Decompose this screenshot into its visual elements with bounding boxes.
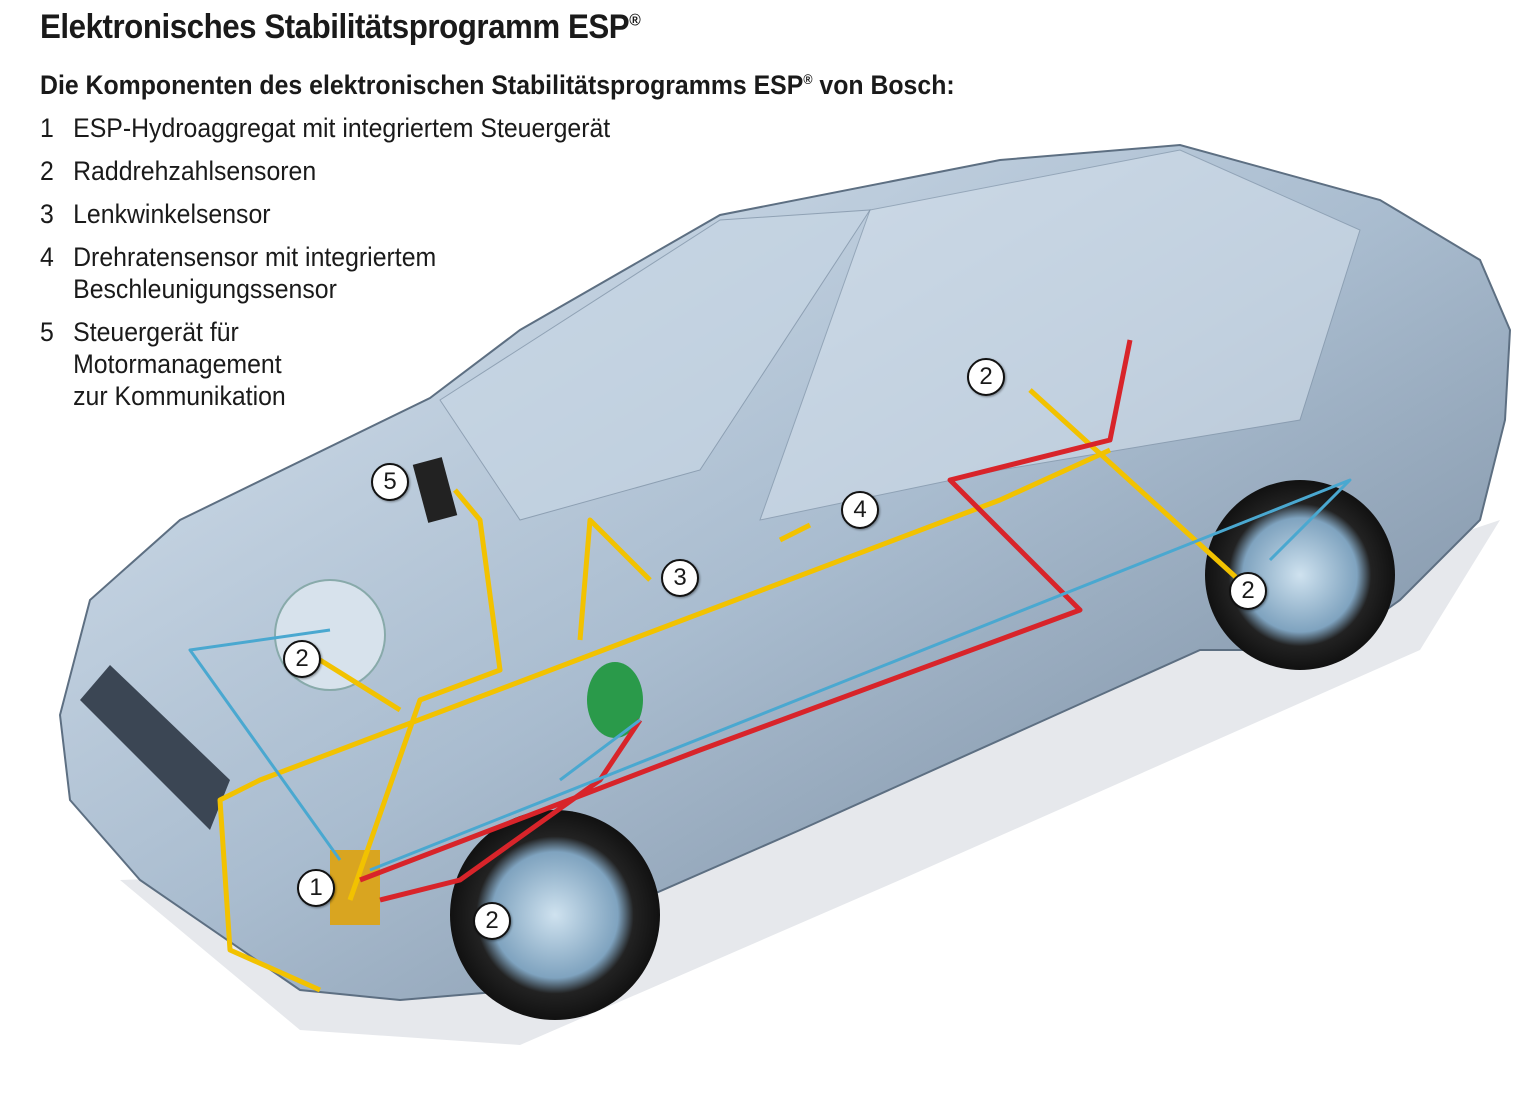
- list-item: 4 Drehratensensor mit integriertem Beschl…: [40, 241, 610, 305]
- item-label: ESP-Hydroaggregat mit integriertem Steue…: [73, 113, 611, 143]
- item-label: Drehratensensor mit integriertem Beschle…: [73, 242, 437, 304]
- registered-mark: ®: [629, 10, 641, 30]
- callout-2-wheel-sensor-front-left: 2: [283, 640, 321, 678]
- list-item: 1 ESP-Hydroaggregat mit integriertem Steu…: [40, 112, 610, 144]
- title-text: Elektronisches Stabilitätsprogramm ESP: [40, 8, 630, 46]
- item-number: 4: [40, 242, 54, 272]
- brake-booster: [587, 662, 643, 738]
- list-item: 2 Raddrehzahlsensoren: [40, 155, 610, 187]
- wire-yellow: [217, 388, 1252, 993]
- item-number: 3: [40, 199, 54, 229]
- engine-ecu: [412, 457, 458, 523]
- grille: [80, 665, 230, 830]
- list-item: 5 Steuergerät für Motormanagement zur Kom…: [40, 316, 610, 412]
- item-label: Lenkwinkelsensor: [73, 199, 271, 229]
- component-list: 1 ESP-Hydroaggregat mit integriertem Steu…: [40, 112, 610, 423]
- callout-2-wheel-sensor-rear-left: 2: [967, 358, 1005, 396]
- callout-5-engine-ecu: 5: [371, 463, 409, 501]
- wire-blue: [188, 478, 1352, 872]
- item-number: 5: [40, 317, 54, 347]
- callout-2-wheel-sensor-rear-right: 2: [1229, 572, 1267, 610]
- registered-mark: ®: [803, 72, 813, 87]
- callout-4-yaw-rate-sensor: 4: [841, 491, 879, 529]
- item-label: Raddrehzahlsensoren: [73, 156, 317, 186]
- item-number: 2: [40, 156, 54, 186]
- windshield: [439, 209, 871, 521]
- subtitle: Die Komponenten des elektronischen Stabi…: [40, 70, 955, 101]
- cabin-glass: [759, 149, 1361, 521]
- callout-3-steering-sensor: 3: [661, 559, 699, 597]
- callout-2-wheel-sensor-front-right: 2: [473, 902, 511, 940]
- list-item: 3 Lenkwinkelsensor: [40, 198, 610, 230]
- page-title: Elektronisches Stabilitätsprogramm ESP®: [40, 8, 641, 47]
- callout-1-hydraulic-unit: 1: [297, 869, 335, 907]
- rear-wheel: [1205, 480, 1395, 670]
- subtitle-suffix: von Bosch:: [812, 70, 955, 100]
- subtitle-text: Die Komponenten des elektronischen Stabi…: [40, 70, 804, 100]
- item-label: Steuergerät für Motormanagement zur Komm…: [73, 317, 286, 411]
- wire-red: [359, 339, 1133, 903]
- item-number: 1: [40, 113, 54, 143]
- front-wheel: [450, 810, 660, 1020]
